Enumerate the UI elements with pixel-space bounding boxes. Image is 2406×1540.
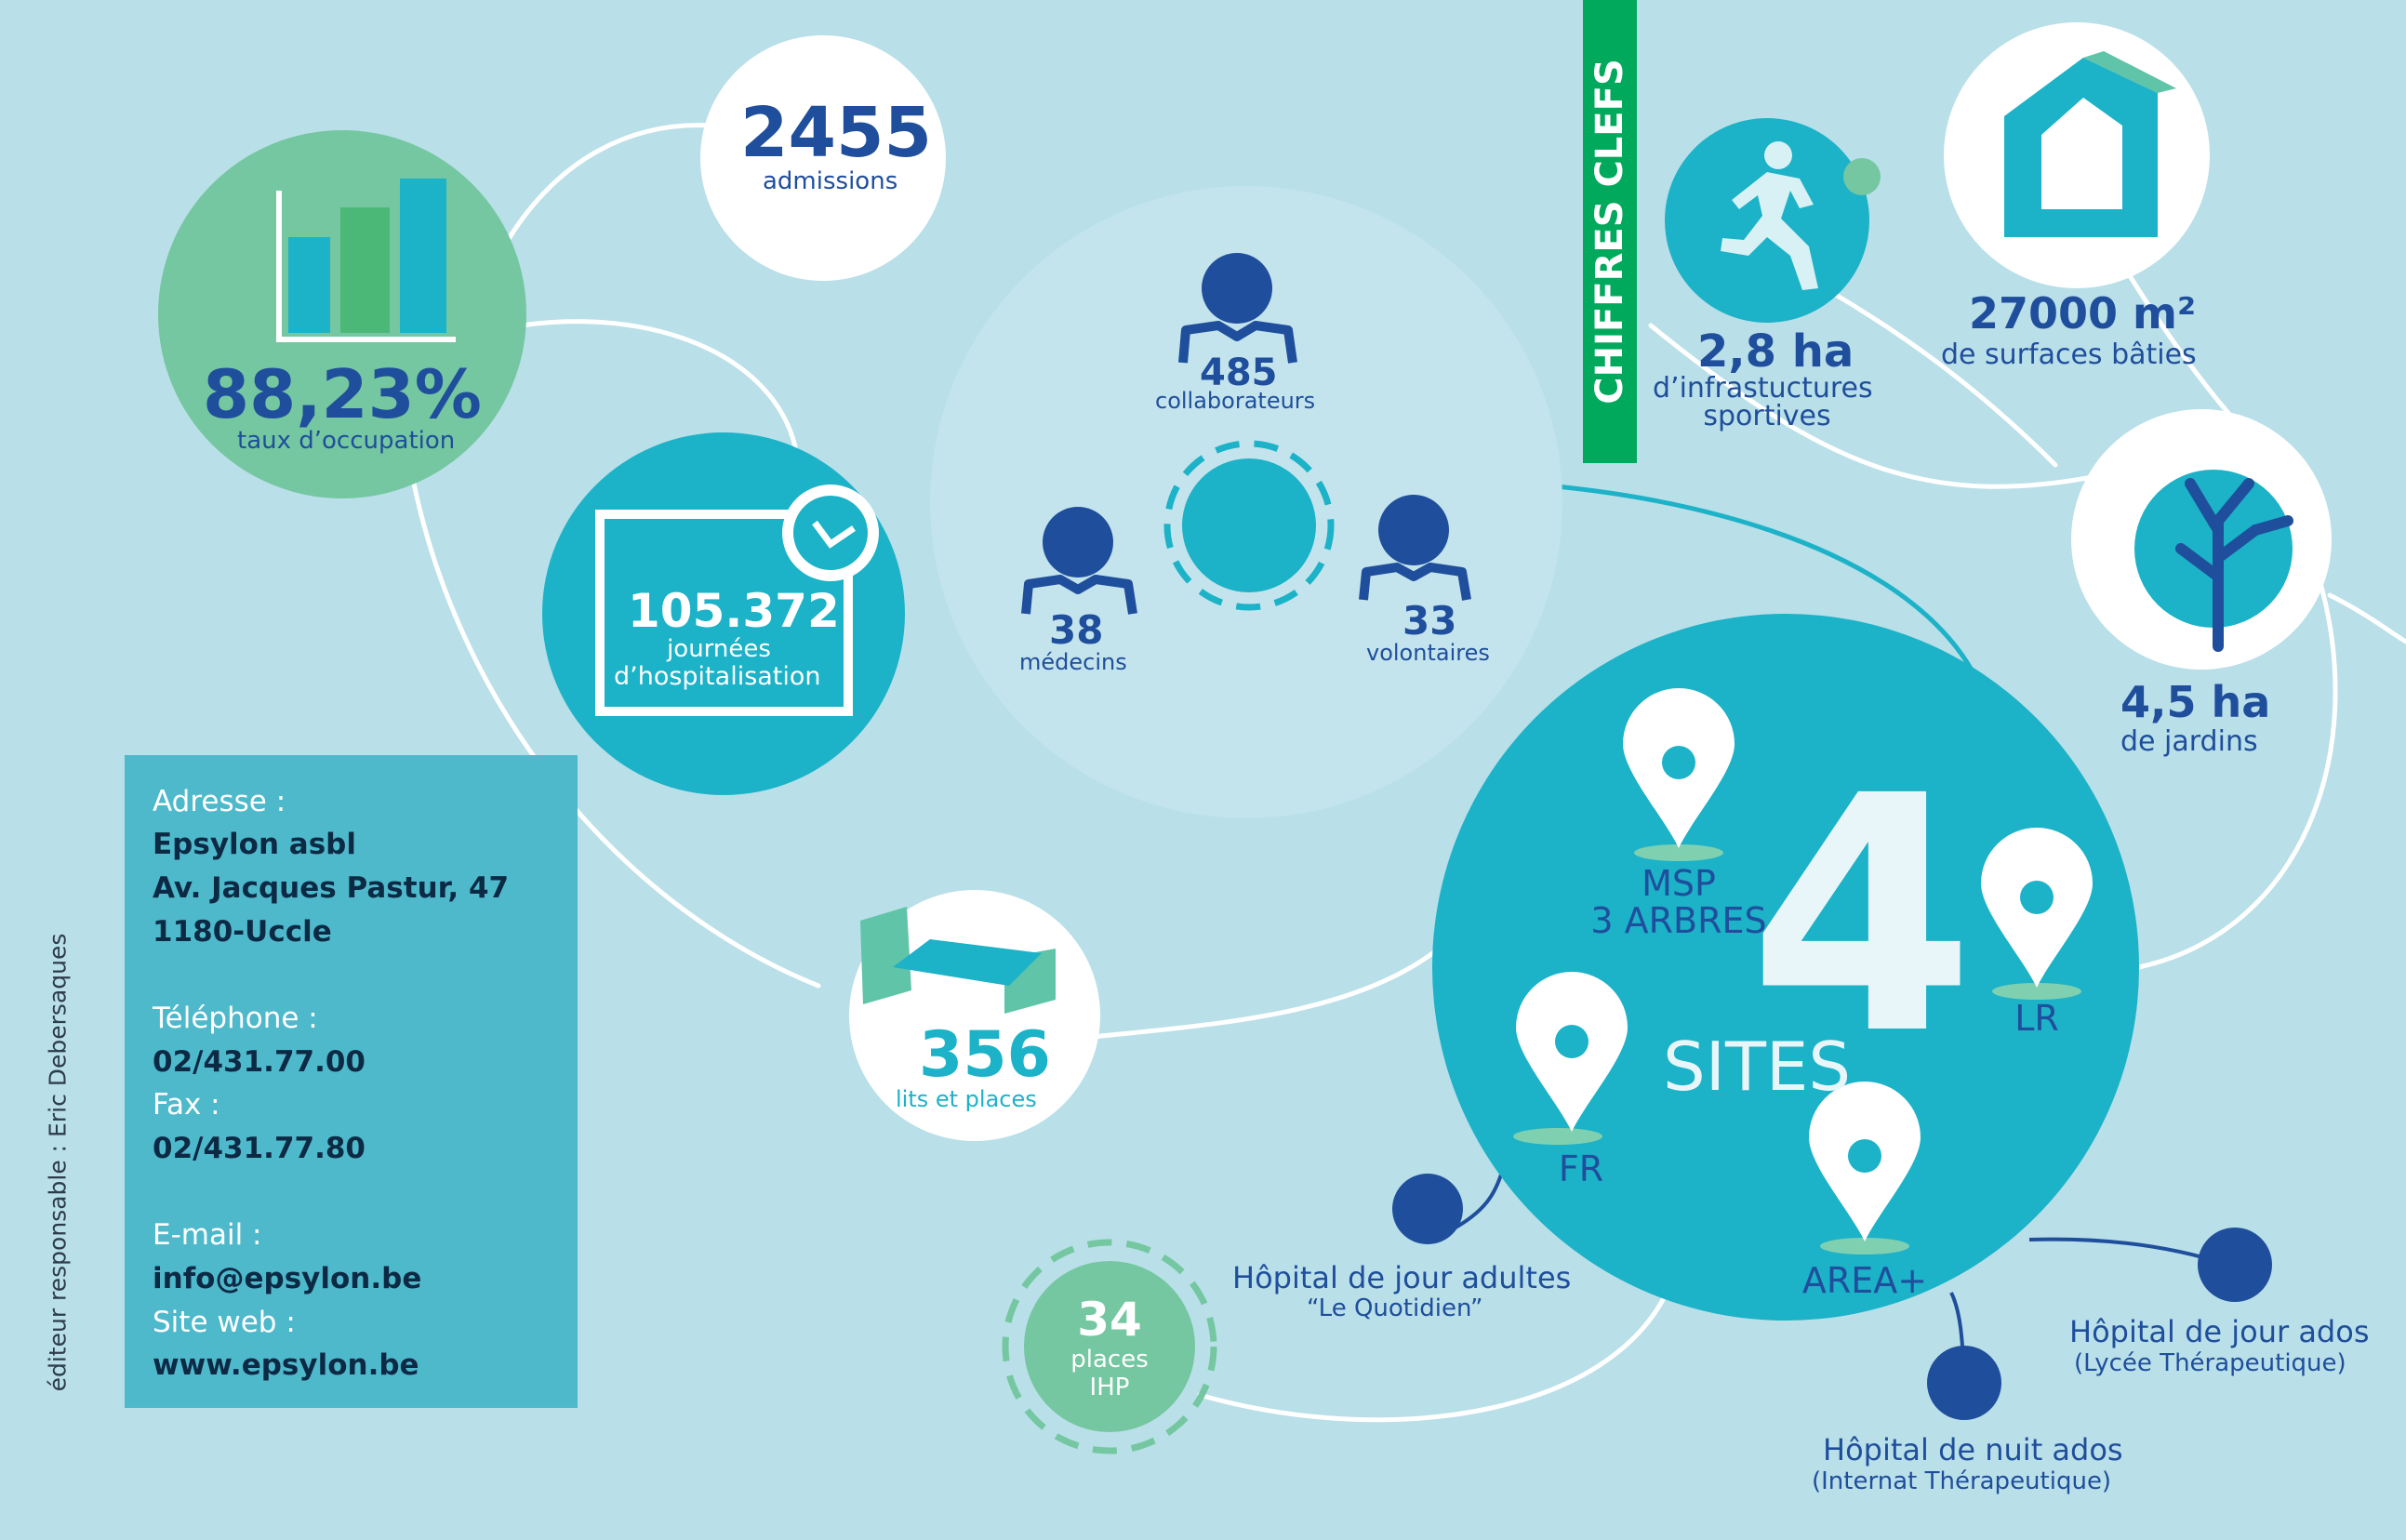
ihp-label-1: places — [1070, 1346, 1149, 1374]
ihp-circle — [1024, 1261, 1195, 1432]
ihp-label-2: IHP — [1089, 1374, 1130, 1401]
service-night-teens-label: Hôpital de nuit ados — [1823, 1432, 2123, 1467]
hospital-days-label-1: journées — [667, 635, 771, 663]
phone-value: 02/431.77.00 — [153, 1045, 366, 1079]
sports-value: 2,8 ha — [1697, 325, 1854, 378]
address-label: Adresse : — [153, 785, 286, 818]
sites-count: 4 — [1748, 726, 1975, 1106]
ihp-value: 34 — [1077, 1293, 1142, 1347]
admissions-circle — [700, 35, 946, 281]
site-label-fr: FR — [1558, 1148, 1604, 1189]
service-day-teens-label: Hôpital de jour ados — [2069, 1314, 2370, 1349]
sports-label-2: sportives — [1703, 400, 1831, 432]
staff-total-value: 485 — [1200, 352, 1278, 394]
volunteers-value: 33 — [1402, 598, 1457, 644]
service-day-teens-sublabel: (Lycée Thérapeutique) — [2074, 1349, 2346, 1377]
address-city: 1180-Uccle — [153, 915, 332, 949]
doctors-value: 38 — [1049, 607, 1104, 653]
editor-note: éditeur responsable : Eric Debersaques — [44, 933, 72, 1392]
doctors-label: médecins — [1019, 649, 1127, 675]
built-surface-label: de surfaces bâties — [1941, 339, 2197, 371]
occupancy-value: 88,23% — [203, 355, 482, 433]
sports-label-1: d’infrastuctures — [1653, 372, 1873, 405]
green-dot — [1843, 158, 1881, 195]
service-dot-day-adults — [1392, 1174, 1463, 1244]
site-label-lr: LR — [2014, 998, 2059, 1039]
sites-circle — [1432, 614, 2139, 1321]
website-link[interactable]: www.epsylon.be — [153, 1348, 419, 1382]
service-day-adults-sublabel: “Le Quotidien” — [1307, 1294, 1483, 1322]
ihp-dashed-ring — [1002, 1239, 1217, 1454]
gardens-value: 4,5 ha — [2120, 677, 2271, 727]
site-label-area: AREA+ — [1801, 1260, 1928, 1301]
navy-connector-day-teens — [2028, 1237, 2228, 1267]
fax-value: 02/431.77.80 — [153, 1132, 366, 1165]
runner-icon — [1721, 141, 1818, 290]
key-figures-tag: CHIFFRES CLEFS — [1583, 0, 1637, 463]
house-icon — [2004, 51, 2176, 237]
clock-icon — [782, 485, 879, 581]
website-label: Site web : — [153, 1306, 296, 1339]
service-dot-day-teens — [2198, 1228, 2272, 1302]
pin-icon-lr — [1981, 828, 2093, 988]
address-street: Av. Jacques Pastur, 47 — [153, 871, 510, 905]
email-link[interactable]: info@epsylon.be — [153, 1262, 422, 1295]
key-figures-tag-text: CHIFFRES CLEFS — [1588, 59, 1631, 405]
beds-label: lits et places — [896, 1086, 1037, 1112]
pin-icon-fr — [1516, 972, 1628, 1132]
address-org: Epsylon asbl — [153, 828, 356, 861]
fax-label: Fax : — [153, 1088, 220, 1122]
staff-total-label: collaborateurs — [1155, 388, 1316, 414]
service-night-teens-sublabel: (Internat Thérapeutique) — [1812, 1467, 2112, 1495]
person-icon-volunteers — [1359, 495, 1471, 601]
site-label-msp-2: 3 ARBRES — [1590, 900, 1767, 941]
occupancy-label: taux d’occupation — [237, 427, 456, 455]
gardens-label: de jardins — [2120, 725, 2258, 758]
bar-chart-icon — [276, 179, 456, 342]
pin-shadow-msp — [1634, 844, 1723, 861]
person-icon-doctors — [1021, 507, 1137, 615]
service-dot-night-teens — [1927, 1346, 2001, 1420]
admissions-value: 2455 — [740, 93, 932, 173]
pin-icon-area — [1809, 1082, 1921, 1241]
hospital-days-label-2: d’hospitalisation — [614, 662, 821, 691]
central-group-icon — [1163, 440, 1335, 611]
navy-connector-fr — [1455, 1162, 1507, 1229]
beds-value: 356 — [919, 1018, 1051, 1092]
person-icon-collaborators — [1178, 253, 1297, 364]
volunteers-label: volontaires — [1366, 640, 1490, 666]
sites-label: SITES — [1663, 1028, 1852, 1106]
pin-shadow-lr — [1992, 983, 2081, 1000]
phone-label: Téléphone : — [153, 1002, 318, 1035]
hospital-days-value: 105.372 — [628, 584, 840, 638]
pin-icon-msp — [1623, 688, 1735, 848]
frame-icon — [595, 510, 853, 716]
service-day-adults-label: Hôpital de jour adultes — [1232, 1260, 1572, 1295]
pin-shadow-area — [1820, 1238, 1909, 1255]
admissions-label: admissions — [763, 167, 898, 195]
pin-shadow-fr — [1513, 1128, 1602, 1145]
tree-icon — [2175, 478, 2293, 652]
address-box: Adresse : Epsylon asbl Av. Jacques Pastu… — [125, 755, 578, 1408]
bed-icon — [860, 907, 1056, 1014]
email-label: E-mail : — [153, 1218, 262, 1252]
built-surface-value: 27000 m² — [1969, 288, 2197, 339]
site-label-msp-1: MSP — [1642, 863, 1716, 904]
